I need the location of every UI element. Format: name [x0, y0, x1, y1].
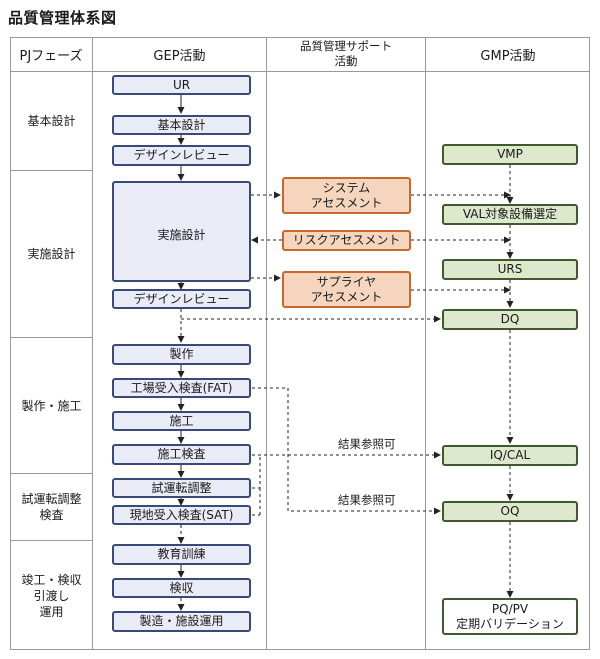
support-supplier-assessment: サプライヤ アセスメント [282, 271, 411, 308]
header-phase: PJフェーズ [19, 48, 83, 64]
gep-training: 教育訓練 [112, 544, 251, 565]
support-risk-assessment: リスクアセスメント [282, 230, 411, 251]
gep-design-review-1: デザインレビュー [112, 145, 251, 166]
header-gep: GEP活動 [153, 48, 206, 64]
gep-sat: 現地受入検査(SAT) [112, 505, 251, 525]
gep-ur: UR [112, 75, 251, 95]
phase-detail-design: 実施設計 [27, 247, 76, 261]
gmp-vmp: VMP [442, 144, 578, 165]
gmp-iq-cal: IQ/CAL [442, 445, 578, 466]
gep-acceptance: 検収 [112, 578, 251, 598]
note-result-reference-2: 結果参照可 [338, 493, 396, 507]
gep-fat: 工場受入検査(FAT) [112, 378, 251, 398]
gep-construction: 施工 [112, 411, 251, 431]
diagram-frame [10, 37, 590, 650]
column-divider [266, 37, 267, 650]
phase-divider [10, 473, 92, 474]
phase-trial: 試運転調整 検査 [21, 492, 82, 522]
flow-arrow-dashed [252, 387, 441, 515]
header-gmp: GMP活動 [480, 48, 536, 64]
gmp-oq: OQ [442, 501, 578, 522]
note-result-reference-1: 結果参照可 [338, 437, 396, 451]
header-support: 品質管理サポート 活動 [300, 39, 392, 68]
support-system-assessment: システム アセスメント [282, 177, 411, 214]
phase-divider [10, 170, 92, 171]
gep-design-review-2: デザインレビュー [112, 289, 251, 309]
gep-manufacture: 製作 [112, 344, 251, 365]
gep-operation: 製造・施設運用 [112, 611, 251, 632]
gmp-urs: URS [442, 259, 578, 280]
column-divider [425, 37, 426, 650]
gep-basic-design: 基本設計 [112, 115, 251, 135]
header-divider [10, 71, 590, 72]
phase-divider [10, 337, 92, 338]
gmp-val-selection: VAL対象設備選定 [442, 204, 578, 225]
phase-divider [10, 540, 92, 541]
phase-completion: 竣工・検収 引渡し 運用 [21, 572, 82, 619]
bracket-dashed [252, 455, 261, 489]
phase-basic-design: 基本設計 [27, 114, 76, 128]
gep-construction-inspection: 施工検査 [112, 444, 251, 465]
gep-detail-design: 実施設計 [112, 181, 251, 282]
phase-manufacture: 製作・施工 [21, 398, 82, 413]
diagram-title: 品質管理体系図 [8, 9, 117, 27]
gmp-dq: DQ [442, 309, 578, 330]
gmp-pq-pv: PQ/PV 定期バリデーション [442, 598, 578, 635]
gep-trial-adjustment: 試運転調整 [112, 478, 251, 498]
column-divider [92, 37, 93, 650]
